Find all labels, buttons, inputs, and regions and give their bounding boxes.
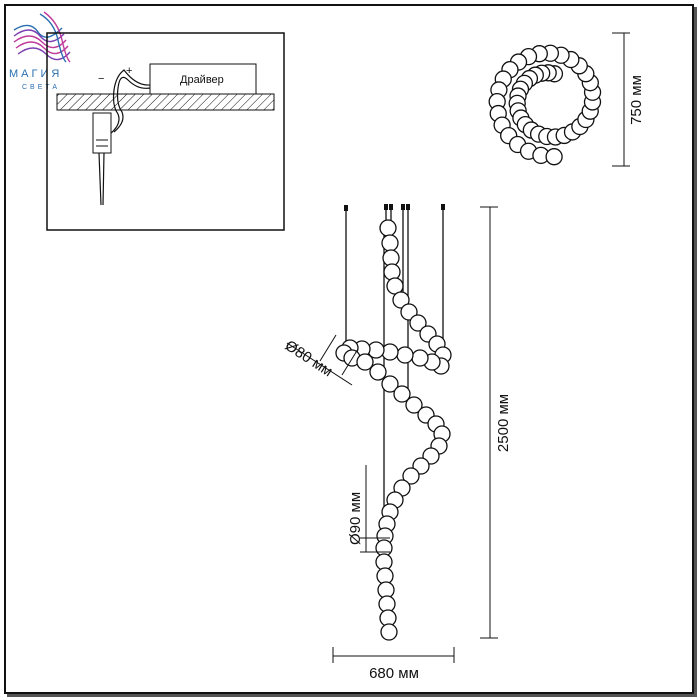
sphere	[405, 396, 423, 414]
driver-label: Драйвер	[180, 74, 224, 86]
top-view-diameter-label: 750 мм	[628, 75, 645, 125]
front-view	[335, 219, 452, 641]
minus-label: −	[98, 73, 104, 85]
sphere	[380, 623, 398, 641]
logo-wave-icon	[13, 11, 71, 63]
width-label: 680 мм	[369, 665, 419, 682]
sphere	[381, 234, 399, 252]
canopy-fixture	[92, 112, 112, 154]
small-sphere-dimension	[286, 334, 359, 386]
brand-name: МАГИЯ	[9, 68, 62, 80]
brand-logo: МАГИЯ СВЕТА	[9, 11, 71, 91]
large-sphere-label: Ø90 мм	[347, 492, 364, 545]
cable-line	[102, 152, 105, 206]
large-sphere-dimension	[360, 465, 390, 553]
brand-tagline: СВЕТА	[22, 84, 60, 91]
driver-box	[149, 63, 257, 95]
top-view-dimension	[612, 32, 630, 167]
sphere	[392, 291, 410, 309]
sphere	[393, 385, 411, 403]
sphere	[396, 346, 414, 364]
plus-label: +	[126, 65, 132, 77]
mounting-inset: Драйвер − +	[46, 32, 285, 231]
inset-border	[46, 32, 285, 231]
wire-clamps	[344, 204, 445, 211]
top-view	[488, 44, 602, 166]
cable-line	[98, 152, 102, 206]
sphere	[356, 353, 374, 371]
width-dimension	[332, 647, 455, 663]
total-height-label: 2500 мм	[495, 394, 512, 452]
height-dimension	[480, 206, 498, 639]
ceiling-section	[56, 93, 275, 111]
sphere	[409, 314, 427, 332]
sphere	[379, 219, 397, 237]
sphere	[369, 363, 387, 381]
small-sphere-label: Ø80 мм	[282, 337, 336, 380]
sphere	[383, 263, 401, 281]
sphere	[402, 467, 420, 485]
sphere	[381, 375, 399, 393]
sphere	[545, 148, 563, 166]
power-wires	[109, 69, 151, 135]
sphere	[411, 349, 429, 367]
